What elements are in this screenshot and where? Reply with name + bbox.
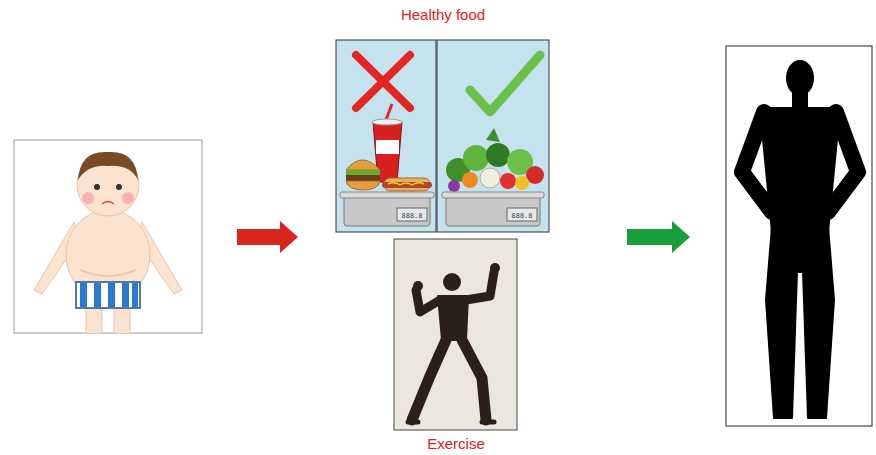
exercise-photo: [394, 239, 517, 430]
exercise-panel: Exercise: [394, 239, 518, 452]
fit-silhouette: [726, 46, 872, 426]
green-arrow: [627, 221, 690, 253]
red-arrow: [237, 221, 298, 253]
panel-heading: Healthy food: [401, 6, 485, 23]
food-panel-group: Healthy food: [336, 6, 550, 232]
panel-heading: Exercise: [427, 435, 485, 452]
scale-display: 888.8: [401, 212, 422, 220]
healthy-food-panel: [437, 40, 549, 232]
overweight-boy: [14, 140, 202, 340]
junk-food-panel: [336, 40, 436, 232]
scale-display: 888.8: [511, 212, 532, 220]
